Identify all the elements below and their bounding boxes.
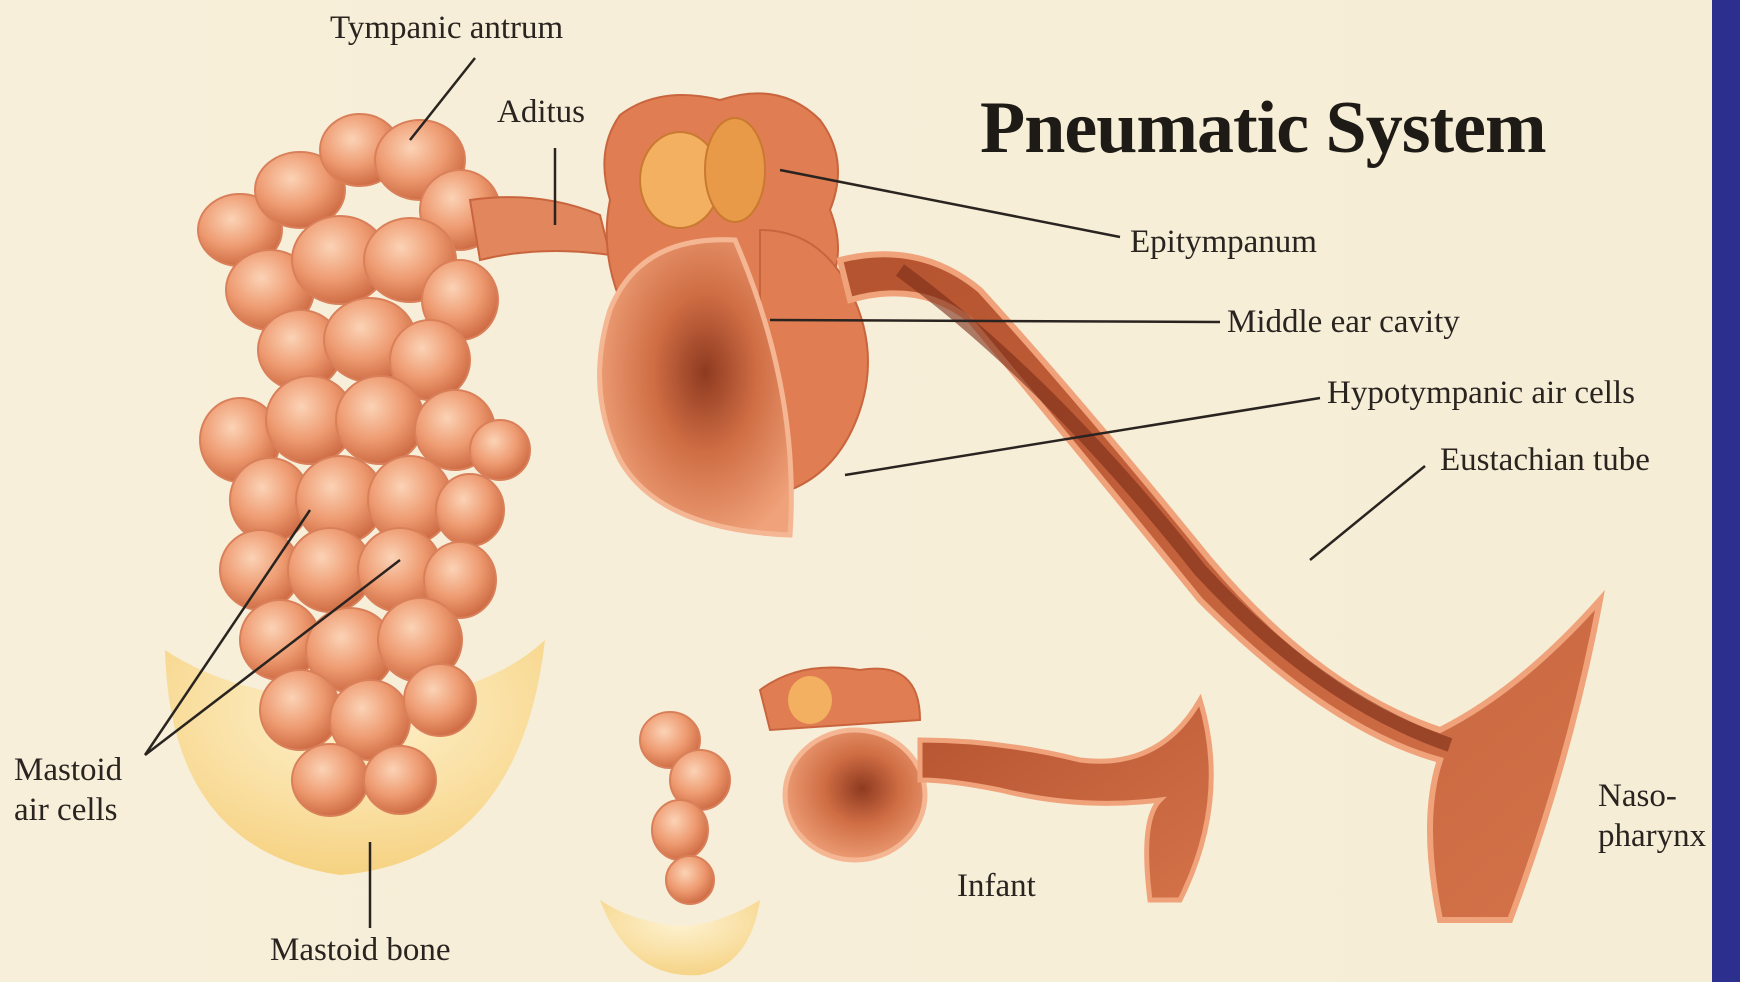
label-nasopharynx-line2: pharynx (1598, 816, 1706, 856)
aditus-shape (470, 197, 610, 260)
label-mastoid-air-cells-line1: Mastoid (14, 750, 122, 790)
label-aditus: Aditus (497, 92, 585, 132)
label-hypotympanic-air-cells: Hypotympanic air cells (1327, 373, 1635, 413)
label-nasopharynx: Naso- pharynx (1598, 776, 1706, 856)
label-middle-ear-cavity: Middle ear cavity (1227, 302, 1460, 342)
label-epitympanum: Epitympanum (1130, 222, 1317, 262)
label-mastoid-bone: Mastoid bone (270, 930, 451, 970)
infant-ear-shapes (640, 668, 1211, 905)
label-mastoid-air-cells-line2: air cells (14, 790, 122, 830)
label-eustachian-tube: Eustachian tube (1440, 440, 1650, 480)
diagram-title: Pneumatic System (980, 86, 1546, 171)
label-mastoid-air-cells: Mastoid air cells (14, 750, 122, 830)
label-tympanic-antrum: Tympanic antrum (330, 8, 563, 48)
label-nasopharynx-line1: Naso- (1598, 776, 1706, 816)
infant-mastoid-bone-shape (600, 900, 760, 975)
label-infant: Infant (957, 866, 1036, 906)
